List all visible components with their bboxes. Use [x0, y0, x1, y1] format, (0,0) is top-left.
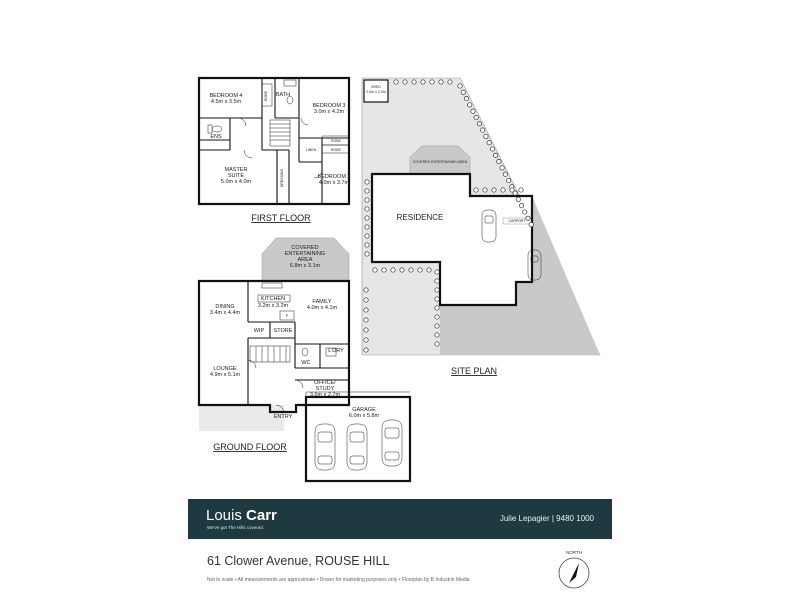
site-covered-label: COVERED ENTERTAINING AREA — [413, 160, 468, 164]
floorplan-drawing: BEDROOM 4 4.5m x 3.5m BATH BEDROOM 3 3.0… — [197, 76, 601, 483]
room-label: LOUNGE — [213, 366, 237, 372]
room-label: ROBE — [264, 90, 268, 101]
site-car — [481, 209, 497, 243]
room-size: 3.0m x 4.2m — [314, 109, 345, 115]
room-size: 3.2m x 3.2m — [258, 303, 289, 309]
shed-size: 2.0m x 2.3m — [366, 90, 385, 94]
room-size: 4.5m x 3.5m — [211, 99, 242, 105]
room-label: BEDROOM 2 — [317, 174, 350, 180]
shed-label: SHED — [371, 85, 381, 89]
brand-last: Carr — [246, 507, 277, 524]
room-label: KITCHEN — [261, 296, 285, 302]
garden-shrubs — [363, 79, 534, 353]
property-address: 61 Clower Avenue, ROUSE HILL — [207, 554, 390, 568]
site-plan: RESIDENCE SHED 2.0m x 2.3m COVERED ENTER… — [361, 77, 601, 376]
room-label: ENTRY — [274, 414, 293, 420]
room-label: SUITE — [228, 173, 245, 179]
room-size: 5.0m x 4.0m — [221, 179, 252, 185]
room-label: FAMILY — [312, 299, 331, 305]
room-label: P — [286, 314, 289, 318]
room-label: ROBE — [331, 148, 342, 152]
room-label: BEDROOM 4 — [209, 93, 242, 99]
room-size: 4.9m x 5.1m — [210, 372, 241, 378]
room-label: ROBE — [331, 139, 342, 143]
room-label: LINEN — [306, 148, 317, 152]
room-label: DINING — [215, 304, 234, 310]
garage-car — [346, 423, 368, 471]
site-plan-title: SITE PLAN — [451, 366, 497, 376]
carport-sign — [502, 217, 532, 225]
compass-icon — [558, 557, 590, 589]
garage-car — [381, 419, 403, 467]
room-label: L'DRY — [328, 348, 344, 354]
room-label: COVERED — [291, 245, 318, 251]
north-label: NORTH — [566, 550, 582, 555]
room-size: 4.0m x 4.1m — [307, 305, 338, 311]
room-size: 3.4m x 4.4m — [210, 310, 241, 316]
residence-footprint — [370, 172, 534, 307]
room-label: BATH — [276, 92, 290, 98]
agency-banner: Louis Carr We've got The Hills covered. … — [188, 499, 612, 539]
garage-car — [314, 423, 336, 471]
disclaimer: Not to scale • All measurements are appr… — [207, 577, 470, 583]
ground-floor-plan: COVERED ENTERTAINING AREA 6.8m x 3.1m DI… — [197, 237, 412, 483]
residence-label: RESIDENCE — [397, 213, 444, 222]
first-floor-title: FIRST FLOOR — [251, 213, 311, 223]
ground-floor-title: GROUND FLOOR — [213, 442, 287, 452]
agency-tagline: We've got The Hills covered. — [207, 525, 264, 530]
north-compass: NORTH — [557, 550, 591, 592]
room-label: GARAGE — [352, 407, 376, 413]
room-label: STUDY — [316, 386, 335, 392]
room-label: ENS — [210, 134, 222, 140]
room-size: 6.8m x 3.1m — [290, 263, 321, 269]
room-size: 4.0m x 3.7m — [319, 180, 350, 186]
room-label: WC — [301, 360, 310, 366]
room-label: AREA — [298, 257, 313, 263]
room-label: BEDROOM 3 — [312, 103, 345, 109]
carport-label: CARPORT — [508, 219, 526, 223]
room-label: ENTERTAINING — [285, 251, 325, 257]
room-size: 6.0m x 5.8m — [349, 413, 380, 419]
agent-contact: Julie Lepagier | 9480 1000 — [499, 514, 594, 523]
room-label: DRESSING — [280, 169, 284, 188]
agency-logo: Louis Carr — [206, 508, 277, 523]
brand-first: Louis — [206, 507, 242, 524]
room-label: STORE — [274, 328, 293, 334]
first-floor-plan: BEDROOM 4 4.5m x 3.5m BATH BEDROOM 3 3.0… — [197, 76, 351, 223]
shed — [363, 79, 389, 103]
room-size: 3.6m x 2.7m — [310, 392, 341, 398]
room-label: OFFICE/ — [314, 380, 336, 386]
site-car — [527, 249, 542, 281]
room-label: WIP — [254, 328, 265, 334]
room-label: MASTER — [225, 167, 248, 173]
